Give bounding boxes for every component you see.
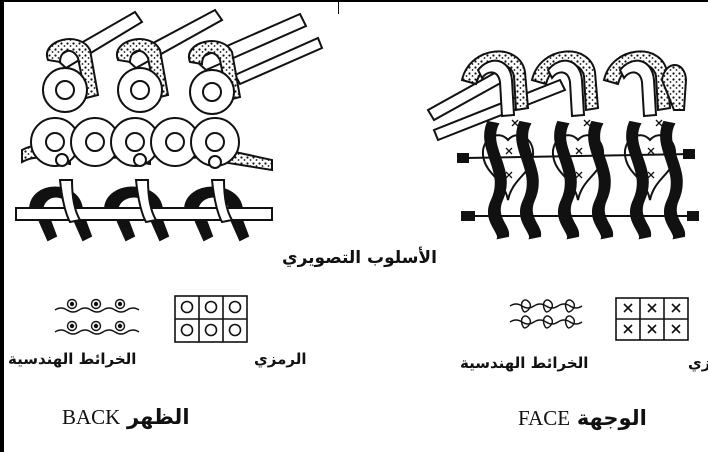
circle-grid-icon <box>175 296 247 342</box>
face-symbolic-label: الرمزي <box>688 354 708 372</box>
back-geometric-label: الخرائط الهندسية <box>8 350 136 368</box>
loops-on-waves-icon <box>510 300 582 328</box>
face-geometric-label: الخرائط الهندسية <box>460 354 588 372</box>
back-white-loops <box>31 68 239 168</box>
back-symbolic-label: الرمزي <box>254 350 306 368</box>
face-caption: FACE الوجهة <box>518 406 647 431</box>
face-caption-ar: الوجهة <box>577 406 647 430</box>
pictorial-method-label: الأسلوب التصويري <box>282 248 437 268</box>
back-caption-en: BACK <box>62 405 120 429</box>
face-stitch-illustration <box>428 51 698 238</box>
back-caption-ar: الظهر <box>127 405 189 429</box>
back-caption: BACK الظهر <box>62 405 190 430</box>
back-stitch-illustration <box>16 10 322 240</box>
x-grid-icon <box>616 298 688 340</box>
face-caption-en: FACE <box>518 406 570 430</box>
circles-on-waves-icon <box>55 300 139 335</box>
